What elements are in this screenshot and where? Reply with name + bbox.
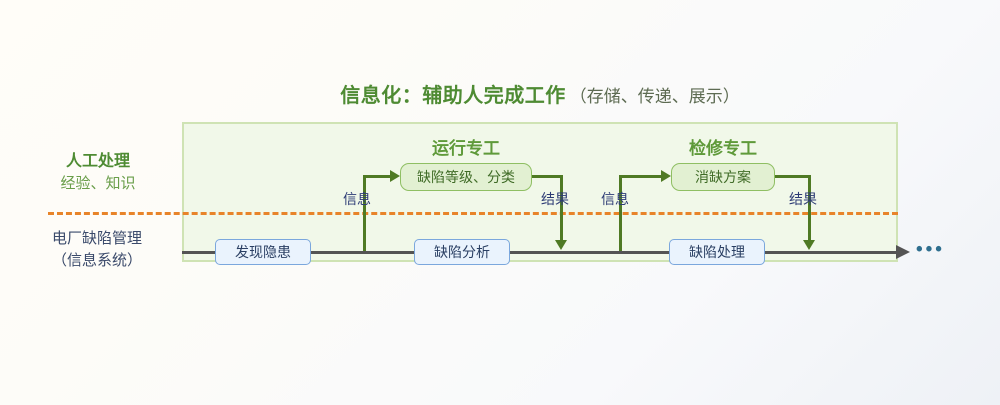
timeline-step-defect-handling[interactable]: 缺陷处理 xyxy=(669,239,765,265)
connector-group1-out-vertical xyxy=(560,175,563,243)
connector-group1-in-horizontal xyxy=(363,175,393,178)
informatization-panel xyxy=(182,122,898,262)
row-label-manual-line2: 经验、知识 xyxy=(60,175,136,193)
diagram-title-main: 信息化：辅助人完成工作 xyxy=(340,85,566,107)
row-label-system-line1: 电厂缺陷管理 xyxy=(51,230,142,247)
row-label-system-line2: （信息系统） xyxy=(51,251,142,269)
task-box-resolution-plan[interactable]: 消缺方案 xyxy=(671,163,775,191)
timeline-step-discover-hazard[interactable]: 发现隐患 xyxy=(215,239,311,265)
row-label-manual-line1: 人工处理 xyxy=(65,153,130,170)
arrow-down-icon-group2-out xyxy=(803,240,815,250)
connector-group2-out-horizontal xyxy=(775,175,811,178)
timeline-continuation-ellipsis: ••• xyxy=(916,239,945,260)
process-timeline-line xyxy=(182,251,900,254)
flow-label-group1-in: 信息 xyxy=(343,191,371,207)
flow-label-group2-in: 信息 xyxy=(601,191,629,207)
connector-group2-in-horizontal xyxy=(619,175,664,178)
connector-group1-out-horizontal xyxy=(532,175,563,178)
flow-label-group1-out: 结果 xyxy=(541,191,569,207)
row-label-manual: 人工处理 经验、知识 xyxy=(22,150,174,195)
row-label-system: 电厂缺陷管理 （信息系统） xyxy=(16,228,178,272)
flow-label-group2-out: 结果 xyxy=(789,191,817,207)
timeline-step-defect-analysis[interactable]: 缺陷分析 xyxy=(414,239,510,265)
arrow-right-icon-timeline-end xyxy=(896,245,910,259)
arrow-right-icon-group2-in xyxy=(661,170,671,182)
manual-system-divider xyxy=(48,212,898,215)
diagram-title-note: （存储、传递、展示） xyxy=(569,87,740,106)
group-title-operations: 运行专工 xyxy=(432,139,500,158)
group-title-maintenance: 检修专工 xyxy=(689,139,757,158)
connector-group1-in-vertical xyxy=(363,175,366,253)
diagram-title: 信息化：辅助人完成工作（存储、传递、展示） xyxy=(180,86,900,106)
connector-group2-out-vertical xyxy=(808,175,811,243)
task-box-defect-grading[interactable]: 缺陷等级、分类 xyxy=(400,163,532,191)
connector-group2-in-vertical xyxy=(619,175,622,253)
arrow-right-icon-group1-in xyxy=(390,170,400,182)
arrow-down-icon-group1-out xyxy=(555,240,567,250)
